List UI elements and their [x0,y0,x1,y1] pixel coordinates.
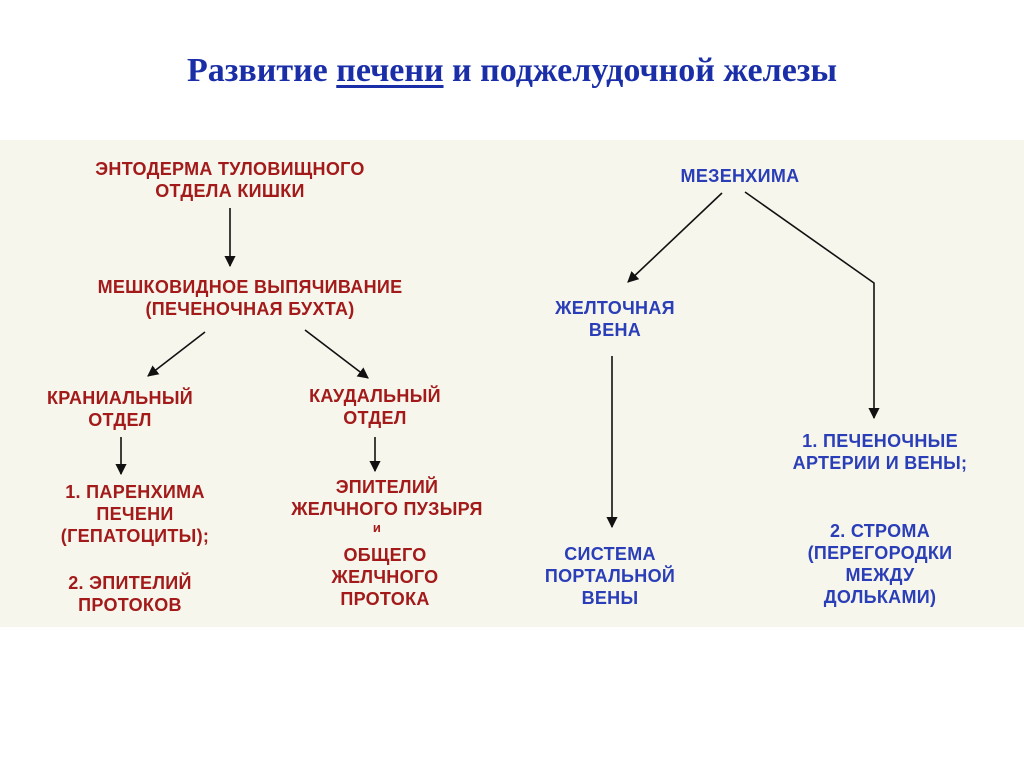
node-cranial: КРАНИАЛЬНЫЙ ОТДЕЛ [47,388,193,430]
diagram-panel [0,140,1024,627]
node-caudal: КАУДАЛЬНЫЙ ОТДЕЛ [309,386,441,428]
node-entoderm: ЭНТОДЕРМА ТУЛОВИЩНОГО ОТДЕЛА КИШКИ [95,159,365,201]
node-parenchyma: 1. ПАРЕНХИМА ПЕЧЕНИ (ГЕПАТОЦИТЫ); [60,482,210,546]
page-title: Развитие печени и поджелудочной железы [0,52,1024,90]
title-part-2-underlined: печени [336,52,444,89]
title-part-1: Развитие [186,52,337,89]
arrow-pouch-to-cranial [147,331,206,377]
node-duct-epithelium: 2. ЭПИТЕЛИЙ ПРОТОКОВ [68,573,192,615]
node-and: и [372,520,382,535]
node-pouch: МЕШКОВИДНОЕ ВЫПЯЧИВАНИЕ (ПЕЧЕНОЧНАЯ БУХТ… [97,277,403,319]
node-yolk-vein: ЖЕЛТОЧНАЯ ВЕНА [555,298,675,340]
arrow-pouch-to-caudal [304,329,369,379]
arrow-mesenchyme-to-yolk-vein [627,192,723,283]
node-common-duct: ОБЩЕГО ЖЕЛЧНОГО ПРОТОКА [331,545,439,609]
node-gallbladder: ЭПИТЕЛИЙ ЖЕЛЧНОГО ПУЗЫРЯ [291,477,483,519]
node-portal-system: СИСТЕМА ПОРТАЛЬНОЙ ВЕНЫ [544,544,676,608]
node-hepatic-vessels: 1. ПЕЧЕНОЧНЫЕ АРТЕРИИ И ВЕНЫ; [792,431,968,473]
node-stroma: 2. СТРОМА (ПЕРЕГОРОДКИ МЕЖДУ ДОЛЬКАМИ) [807,521,953,607]
node-mesenchyme: МЕЗЕНХИМА [680,166,800,186]
arrow-mesenchyme-to-hepatic-vessels [744,191,880,420]
title-part-3: и поджелудочной железы [443,52,838,89]
